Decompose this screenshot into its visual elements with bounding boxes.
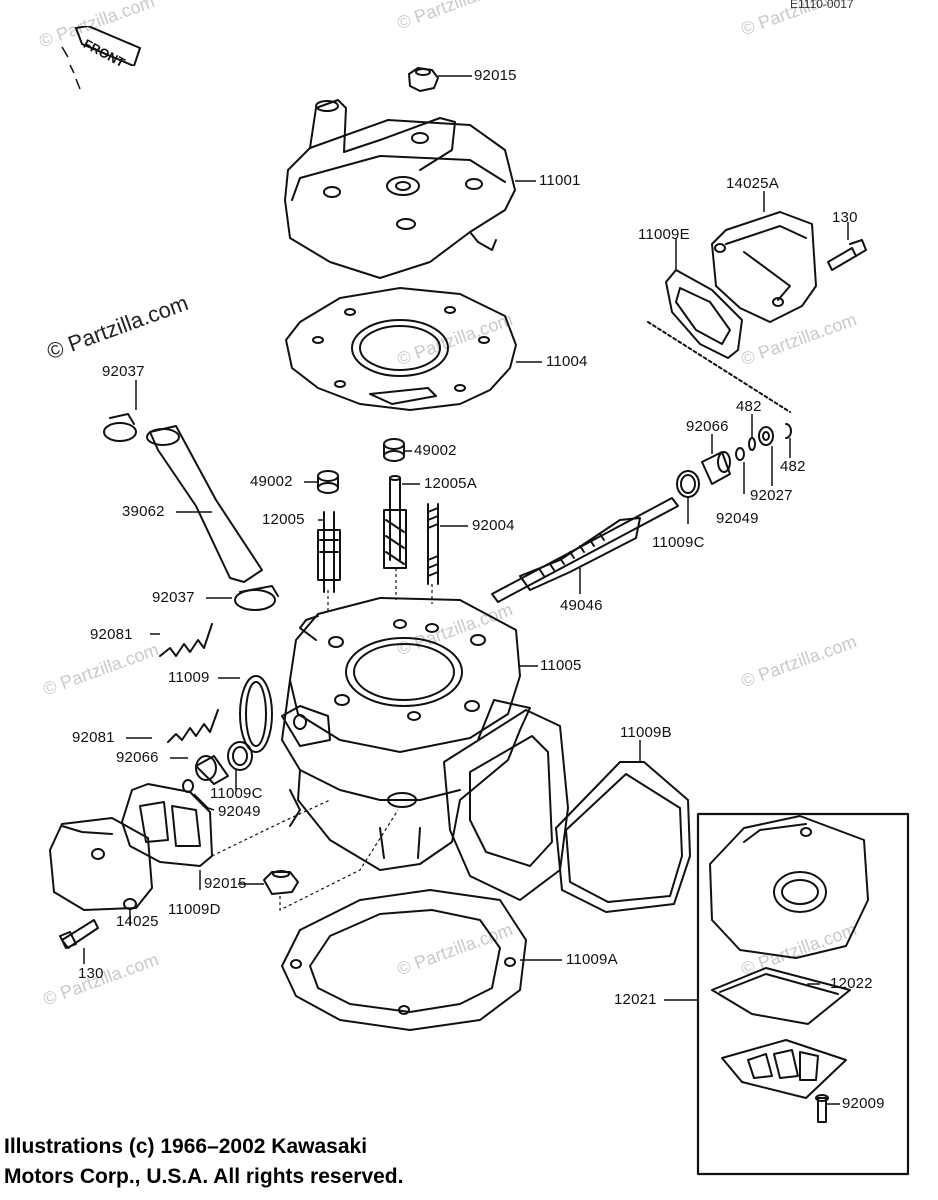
fitting-92066-left — [195, 755, 229, 785]
collar-49002-upper — [383, 438, 405, 462]
part-label: 92037 — [152, 589, 195, 606]
shaft-12005 — [317, 511, 341, 593]
cylinder-head-cover — [284, 99, 516, 279]
part-label: 12021 — [614, 991, 657, 1008]
part-label: 92066 — [686, 418, 729, 435]
part-label: 49002 — [250, 473, 293, 490]
oring-11009-left — [239, 675, 273, 753]
front-marker: FRONT — [74, 26, 144, 70]
part-label: 49002 — [414, 442, 457, 459]
spring-92027 — [758, 426, 774, 446]
part-label: 11009B — [620, 724, 672, 741]
part-label: 14025A — [726, 175, 779, 192]
part-label: 11009D — [168, 901, 221, 918]
reed-valve-12022 — [709, 815, 869, 959]
part-label: 11009C — [210, 785, 263, 802]
part-label: 92049 — [716, 510, 759, 527]
spring-92081-upper — [159, 623, 213, 657]
part-label: 92009 — [842, 1095, 885, 1112]
part-label: 92015 — [204, 875, 247, 892]
intake-gasket-11009b — [555, 761, 691, 913]
collar-49002-lower — [317, 470, 339, 494]
reed-stopper-12021 — [711, 967, 851, 1025]
part-label: 92004 — [472, 517, 515, 534]
shaft-12005a — [383, 475, 407, 569]
copyright-line-1: Illustrations (c) 1966–2002 Kawasaki — [4, 1135, 368, 1158]
part-label: 11009E — [638, 226, 690, 243]
washer-92049-right — [735, 447, 745, 461]
dash-marks — [61, 46, 81, 90]
clip-482-b — [785, 423, 792, 439]
hose-39062 — [146, 425, 263, 583]
screw-92009 — [815, 1094, 829, 1123]
part-label: 92066 — [116, 749, 159, 766]
part-label: 49046 — [560, 597, 603, 614]
copyright-line-2: Motors Corp., U.S.A. All rights reserved… — [4, 1165, 404, 1188]
part-label: 39062 — [122, 503, 165, 520]
front-arrow-icon — [74, 26, 142, 66]
part-label: 482 — [736, 398, 762, 415]
nut-92015-top — [408, 67, 439, 92]
cylinder-11005 — [281, 597, 531, 871]
oring-11009c-right — [676, 470, 700, 498]
part-label: 92049 — [218, 803, 261, 820]
spring-92081-lower — [167, 709, 219, 743]
part-label: 92027 — [750, 487, 793, 504]
stud-92004 — [427, 503, 439, 585]
part-label: 14025 — [116, 913, 159, 930]
part-label: 11001 — [539, 172, 581, 189]
part-label: 92015 — [474, 67, 517, 84]
diagram-code: E1110-0017 — [790, 0, 854, 11]
part-label: 130 — [832, 209, 858, 226]
clip-482-a — [748, 437, 756, 451]
reed-valve-box — [696, 812, 910, 1176]
gasket-11009d — [121, 783, 213, 867]
part-label: 482 — [780, 458, 806, 475]
part-label: 12005A — [424, 475, 477, 492]
gasket-11009e — [665, 269, 743, 359]
fitting-92066-right — [701, 451, 731, 485]
part-label: 92081 — [90, 626, 133, 643]
copyright-notice: Illustrations (c) 1966–2002 Kawasaki Mot… — [4, 1132, 403, 1192]
part-label: 12005 — [262, 511, 305, 528]
cover-14025 — [49, 817, 153, 911]
rack-shaft-49046 — [491, 497, 679, 603]
part-label: 11005 — [540, 657, 582, 674]
part-label: 11009C — [652, 534, 705, 551]
cover-14025a — [711, 211, 817, 323]
part-label: 11009A — [566, 951, 618, 968]
part-label: 11004 — [546, 353, 588, 370]
clamp-92037-upper — [103, 413, 137, 442]
reed-petals — [721, 1039, 847, 1099]
part-label: 92081 — [72, 729, 115, 746]
oring-11009c-left — [227, 741, 253, 771]
intake-manifold — [443, 709, 569, 901]
base-gasket-11009a — [281, 889, 527, 1031]
bolt-130-left — [59, 919, 99, 949]
nut-92015-lower — [263, 870, 299, 895]
bolt-130-right — [827, 239, 867, 271]
part-label: 12022 — [830, 975, 873, 992]
part-label: 11009 — [168, 669, 210, 686]
part-label: 92037 — [102, 363, 145, 380]
head-gasket — [285, 287, 517, 411]
clamp-92037-lower — [234, 585, 279, 611]
part-label: 130 — [78, 965, 104, 982]
